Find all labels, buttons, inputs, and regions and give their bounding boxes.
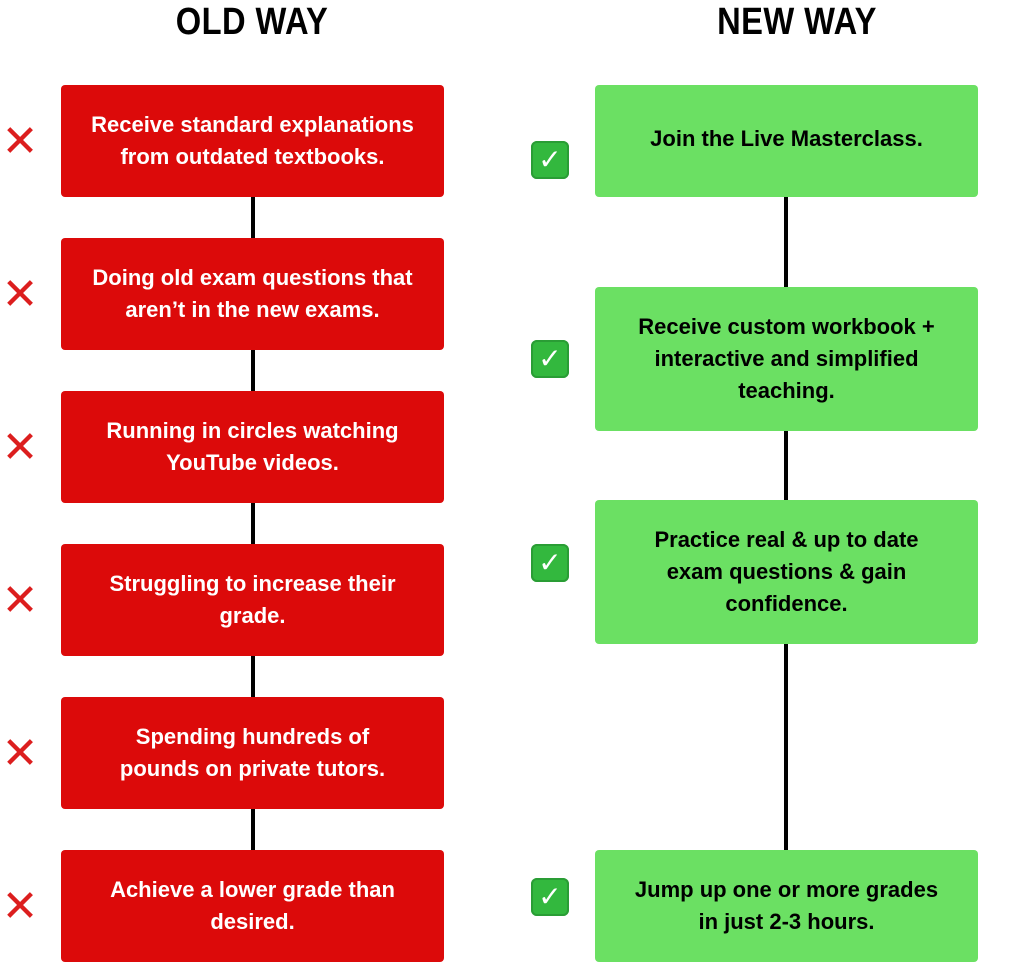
old-step-4-line-1: Struggling to increase their: [109, 571, 396, 596]
new-step-1-line-1: Join the Live Masterclass.: [650, 126, 923, 151]
old-connector-2: [251, 349, 255, 392]
old-connector-1: [251, 196, 255, 239]
old-step-2-line-2: aren’t in the new exams.: [125, 297, 380, 322]
old-step-4-line-2: grade.: [219, 603, 286, 628]
new-way-heading: NEW WAY: [717, 1, 877, 43]
check-mark-button-icon: ✓: [531, 340, 569, 378]
new-step-4: Jump up one or more grades in just 2-3 h…: [595, 850, 978, 962]
new-connector-3: [784, 643, 788, 851]
cross-mark-icon: ✕: [1, 116, 39, 167]
old-step-2-line-1: Doing old exam questions that: [92, 265, 413, 290]
old-step-6-line-1: Achieve a lower grade than: [110, 877, 395, 902]
new-step-4-line-2: in just 2-3 hours.: [698, 909, 875, 934]
check-mark-button-icon: ✓: [531, 878, 569, 916]
new-step-1-text: Join the Live Masterclass.: [650, 123, 923, 155]
old-step-1-line-2: from outdated textbooks.: [120, 144, 385, 169]
new-connector-1: [784, 196, 788, 288]
check-mark-button-icon: ✓: [531, 141, 569, 179]
new-step-1: Join the Live Masterclass.: [595, 85, 978, 197]
old-step-6-text: Achieve a lower grade than desired.: [110, 874, 395, 938]
old-step-6: Achieve a lower grade than desired.: [61, 850, 444, 962]
old-way-heading: OLD WAY: [175, 1, 329, 43]
old-step-5-line-2: pounds on private tutors.: [119, 756, 386, 781]
old-step-4: Struggling to increase their grade.: [61, 544, 444, 656]
new-step-3-text: Practice real & up to date exam question…: [654, 524, 918, 620]
old-step-1: Receive standard explanations from outda…: [61, 85, 444, 197]
old-connector-4: [251, 655, 255, 698]
new-step-3-line-1: Practice real & up to date: [654, 527, 919, 552]
old-step-1-line-1: Receive standard explanations: [91, 112, 414, 137]
new-step-3-line-3: confidence.: [725, 591, 848, 616]
cross-mark-icon: ✕: [1, 575, 39, 626]
new-step-3-line-2: exam questions & gain: [666, 559, 907, 584]
old-step-3-line-2: YouTube videos.: [166, 450, 339, 475]
cross-mark-icon: ✕: [1, 881, 39, 932]
old-step-5-text: Spending hundreds of pounds on private t…: [120, 721, 385, 785]
cross-mark-icon: ✕: [1, 422, 39, 473]
new-step-2: Receive custom workbook + interactive an…: [595, 287, 978, 431]
old-step-5: Spending hundreds of pounds on private t…: [61, 697, 444, 809]
old-step-1-text: Receive standard explanations from outda…: [91, 109, 414, 173]
old-step-2: Doing old exam questions that aren’t in …: [61, 238, 444, 350]
new-step-2-line-3: teaching.: [738, 378, 835, 403]
old-connector-5: [251, 808, 255, 851]
cross-mark-icon: ✕: [1, 269, 39, 320]
old-step-3-line-1: Running in circles watching: [106, 418, 399, 443]
old-step-2-text: Doing old exam questions that aren’t in …: [92, 262, 412, 326]
new-step-2-line-2: interactive and simplified: [654, 346, 919, 371]
old-step-6-line-2: desired.: [210, 909, 295, 934]
new-connector-2: [784, 430, 788, 501]
old-step-4-text: Struggling to increase their grade.: [109, 568, 395, 632]
new-step-2-line-1: Receive custom workbook +: [638, 314, 935, 339]
check-mark-button-icon: ✓: [531, 544, 569, 582]
old-step-5-line-1: Spending hundreds of: [135, 724, 370, 749]
new-step-2-text: Receive custom workbook + interactive an…: [638, 311, 935, 407]
new-step-4-line-1: Jump up one or more grades: [634, 877, 939, 902]
old-connector-3: [251, 502, 255, 545]
new-step-4-text: Jump up one or more grades in just 2-3 h…: [635, 874, 938, 938]
cross-mark-icon: ✕: [1, 728, 39, 779]
old-step-3: Running in circles watching YouTube vide…: [61, 391, 444, 503]
old-step-3-text: Running in circles watching YouTube vide…: [106, 415, 398, 479]
new-step-3: Practice real & up to date exam question…: [595, 500, 978, 644]
